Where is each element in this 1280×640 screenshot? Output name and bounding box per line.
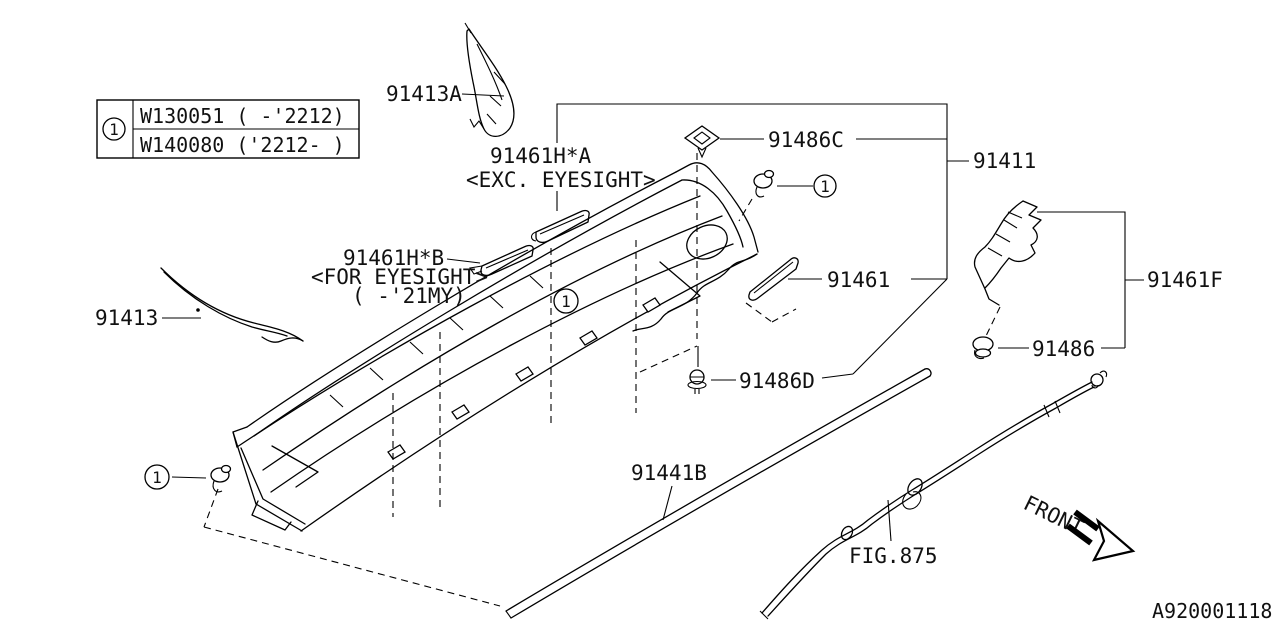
part-91461-drawing (748, 257, 799, 301)
clip-diamond-91486c-icon (683, 125, 721, 159)
grommet-91486d-icon (687, 369, 707, 394)
part-label-91411: 91411 (973, 149, 1036, 173)
clip-marker-top: 1 (813, 174, 837, 198)
front-arrow-icon (1066, 509, 1136, 562)
part-note-for-eyesight: <FOR EYESIGHT> (311, 265, 488, 289)
doc-code: A920001118 (1152, 599, 1272, 623)
part-91461ha-drawing (530, 209, 590, 244)
part-91461hb-drawing (469, 244, 534, 277)
part-label-91486c: 91486C (768, 128, 844, 152)
clip-91486-icon (972, 336, 994, 360)
projection-dashed-lines (203, 153, 1001, 607)
clip-marker-bottom-left: 1 (144, 464, 170, 490)
part-note-21my: ( -'21MY) (352, 284, 466, 308)
part-label-91461ha: 91461H*A (490, 144, 592, 168)
leader-lines (162, 93, 1144, 542)
fig-ref-label: FIG.875 (849, 544, 938, 568)
part-label-91486d: 91486D (739, 369, 815, 393)
ref-table-marker: 1 (109, 120, 119, 139)
part-91413-drawing (160, 267, 304, 343)
part-label-91413: 91413 (95, 306, 158, 330)
clip-push-pin-top-icon (753, 169, 775, 198)
ref-table-row-2: W140080 ('2212- ) (140, 133, 345, 157)
ref-table-row-1: W130051 ( -'2212) (140, 104, 345, 128)
front-direction: FRONT (1020, 491, 1136, 562)
clip-marker-number: 1 (820, 177, 830, 196)
clip-marker-number: 1 (561, 292, 571, 311)
part-label-91413a: 91413A (386, 82, 462, 106)
part-label-91461: 91461 (827, 268, 890, 292)
part-91413a-drawing (464, 22, 515, 138)
part-note-exc-eyesight: <EXC. EYESIGHT> (466, 168, 656, 192)
part-label-91441b: 91441B (631, 461, 707, 485)
part-91461f-drawing (973, 200, 1042, 306)
clip-push-pin-bottom-left-icon (210, 464, 232, 493)
cowl-panel-drawing (232, 162, 759, 532)
clip-marker-number: 1 (152, 468, 162, 487)
ref-table: 1 W130051 ( -'2212) W140080 ('2212- ) (96, 99, 360, 159)
clip-marker-on-panel: 1 (553, 288, 579, 314)
washer-hose-drawing (759, 370, 1108, 620)
part-labels: 91413A 91461H*A <EXC. EYESIGHT> 91486C 9… (95, 82, 1223, 568)
part-label-91461f: 91461F (1147, 268, 1223, 292)
part-label-91486: 91486 (1032, 337, 1095, 361)
part-label-91461hb: 91461H*B (343, 246, 444, 270)
part-91441b-drawing (505, 368, 932, 619)
